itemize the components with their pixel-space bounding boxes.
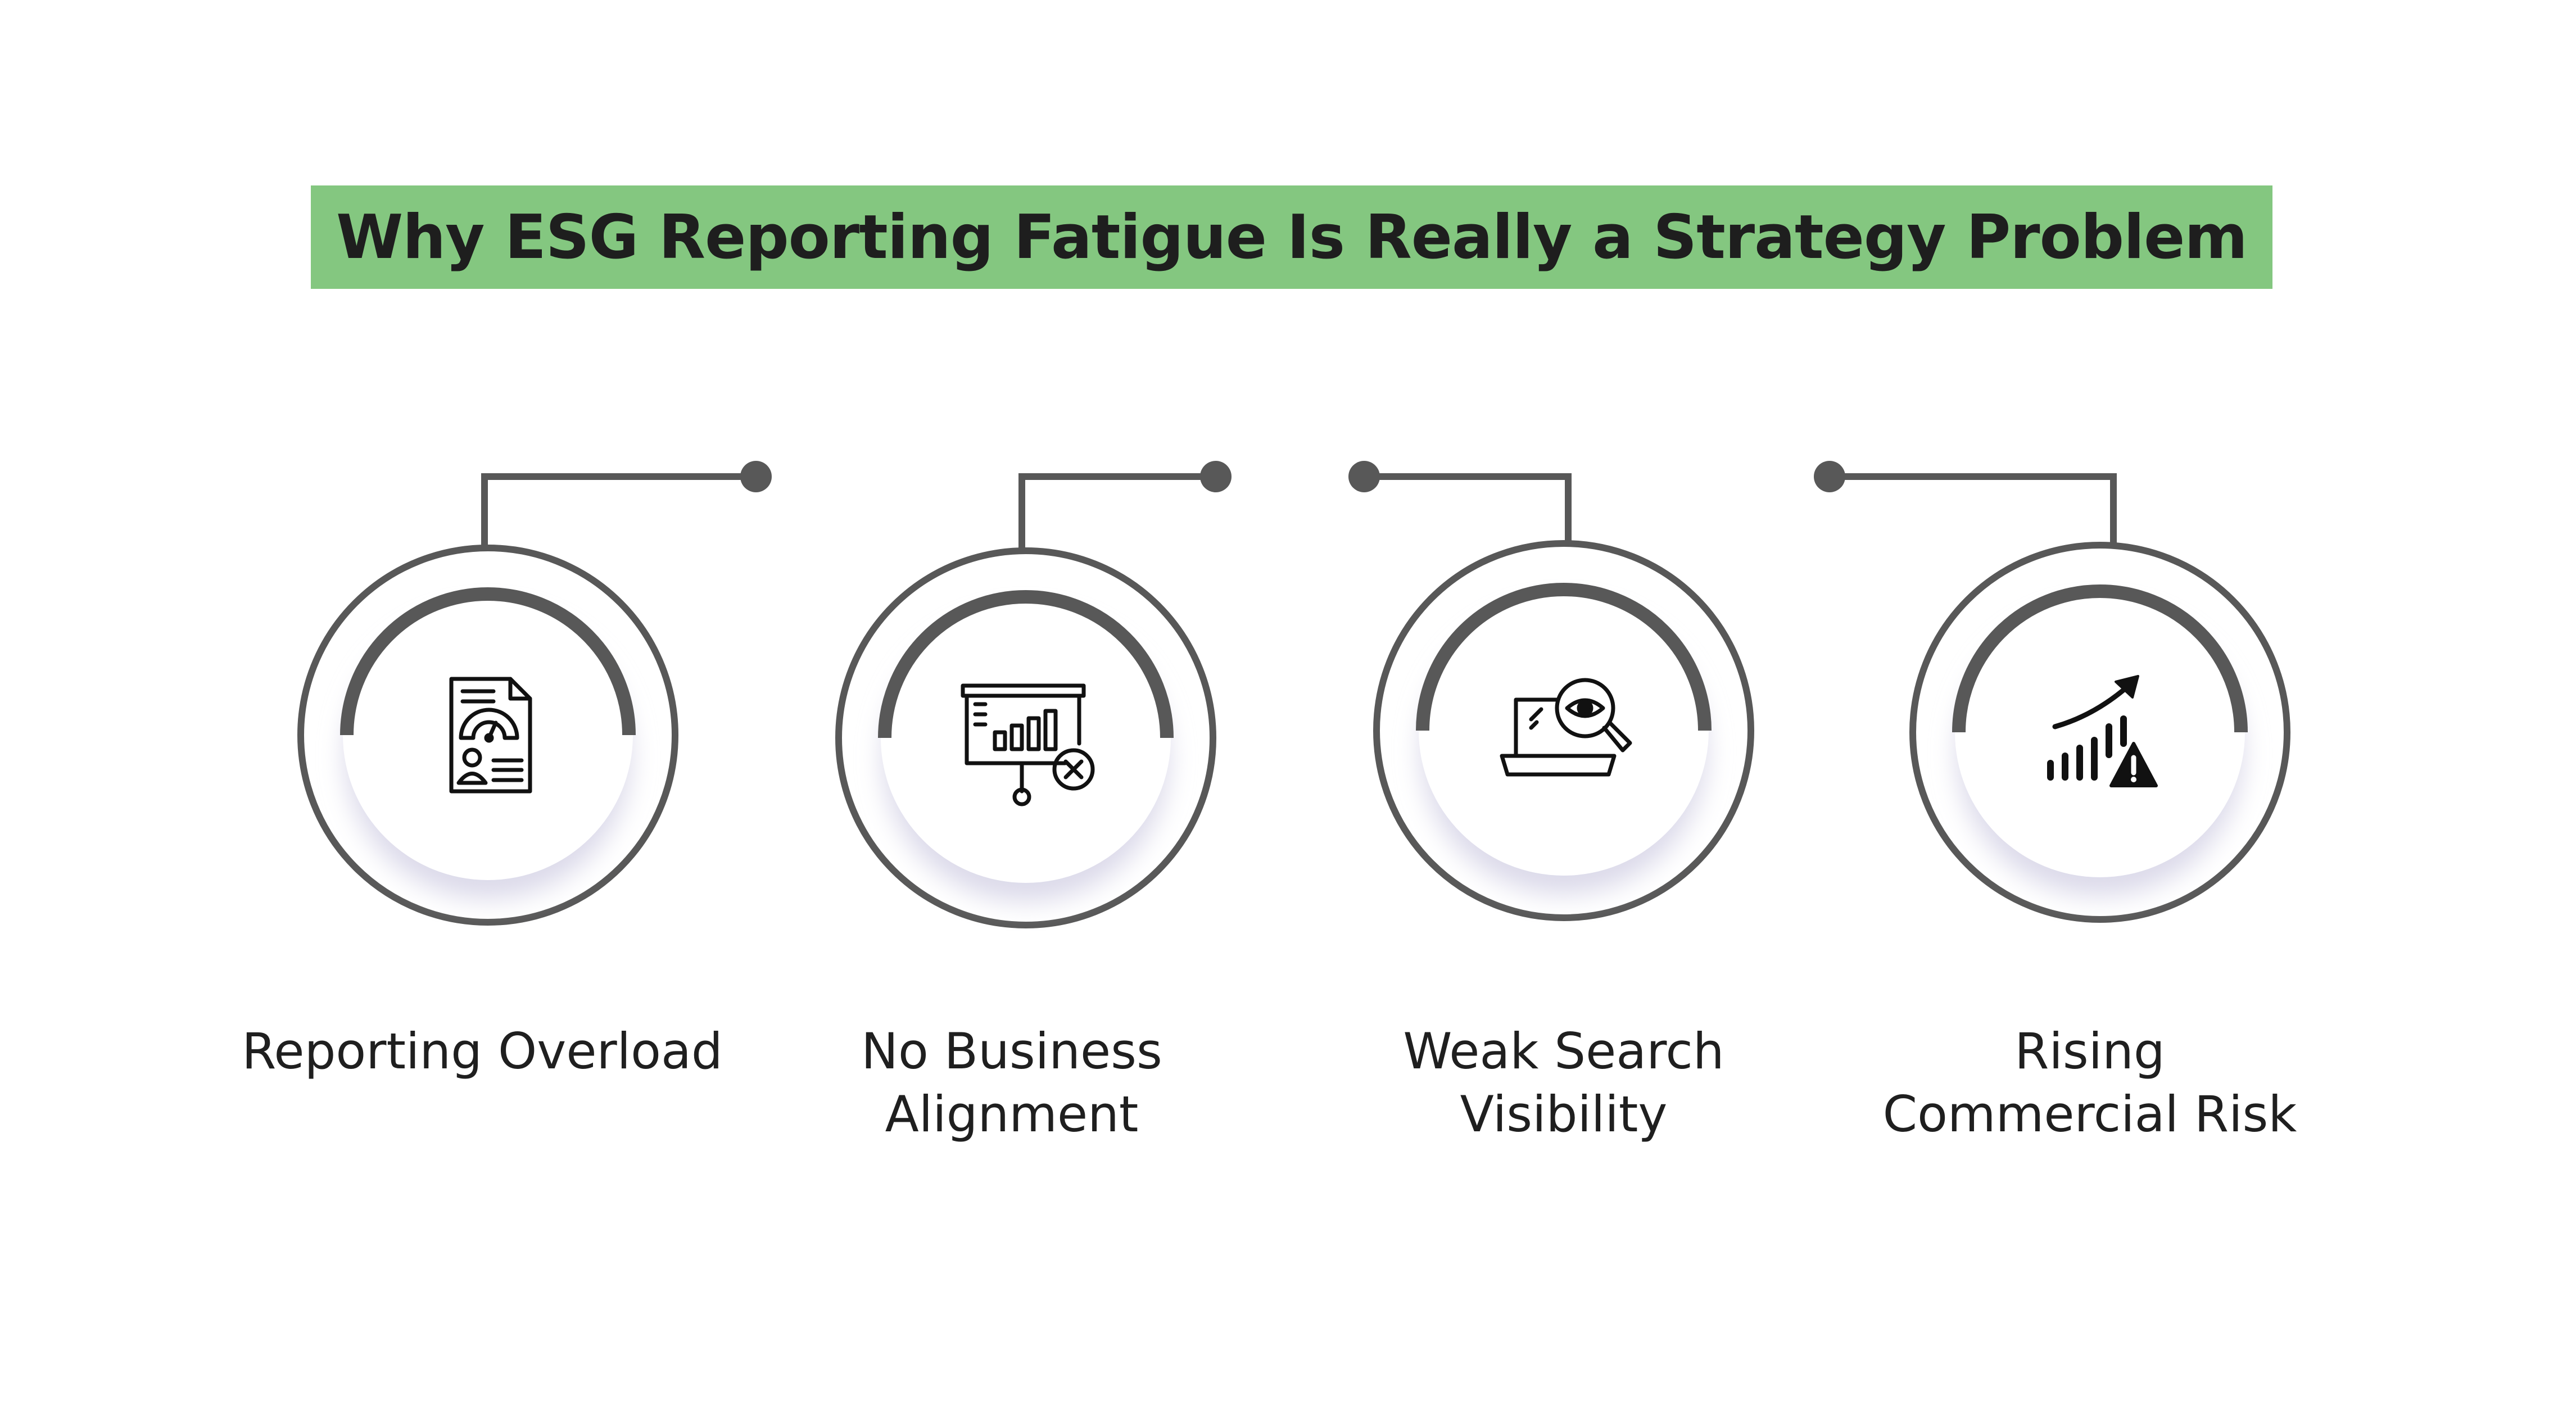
- step-label-line: Alignment: [885, 1085, 1139, 1143]
- step-label-line: Reporting Overload: [242, 1022, 723, 1080]
- report-gauge-icon: [449, 677, 532, 794]
- connector-line-4: [1830, 473, 2117, 544]
- step-label-line: Rising: [2014, 1022, 2165, 1080]
- inner-disc-2: [881, 593, 1171, 883]
- step-label-line: No Business: [861, 1022, 1162, 1080]
- progress-arc-3: [1416, 583, 1712, 731]
- progress-arc-1: [340, 587, 636, 736]
- step-label-1: Reporting Overload: [201, 1020, 763, 1083]
- connector-line-3: [1364, 473, 1572, 542]
- progress-arc-4: [1952, 584, 2248, 733]
- connector-line-2: [1018, 473, 1216, 548]
- presentation-board-error-icon: [961, 683, 1095, 806]
- step-2: [835, 461, 1232, 928]
- connector-line-1: [481, 473, 756, 545]
- laptop-magnifier-eye-icon: [1500, 678, 1632, 777]
- step-label-3: Weak Search Visibility: [1283, 1020, 1845, 1146]
- progress-arc-2: [878, 590, 1174, 738]
- connector-dot-1: [740, 461, 772, 492]
- rising-chart-warning-icon: [2047, 675, 2158, 787]
- inner-disc-3: [1419, 586, 1709, 876]
- page-title: Why ESG Reporting Fatigue Is Really a St…: [336, 202, 2248, 273]
- step-4: [1814, 461, 2290, 923]
- step-label-4: Rising Commercial Risk: [1809, 1020, 2371, 1146]
- title-banner: Why ESG Reporting Fatigue Is Really a St…: [311, 185, 2272, 289]
- step-label-line: Commercial Risk: [1882, 1085, 2297, 1143]
- step-label-line: Weak Search: [1403, 1022, 1724, 1080]
- step-label-line: Visibility: [1460, 1085, 1668, 1143]
- inner-disc-4: [1955, 587, 2245, 877]
- step-1: [297, 461, 772, 926]
- step-label-2: No Business Alignment: [731, 1020, 1293, 1146]
- connector-dot-2: [1200, 461, 1232, 492]
- step-3: [1348, 461, 1754, 921]
